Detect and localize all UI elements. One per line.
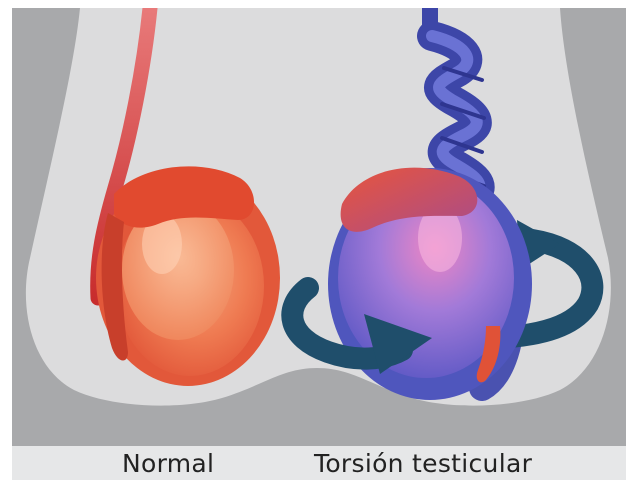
label-normal: Normal (122, 450, 214, 478)
torsion-illustration (12, 8, 626, 446)
label-torsion: Torsión testicular (314, 450, 532, 478)
